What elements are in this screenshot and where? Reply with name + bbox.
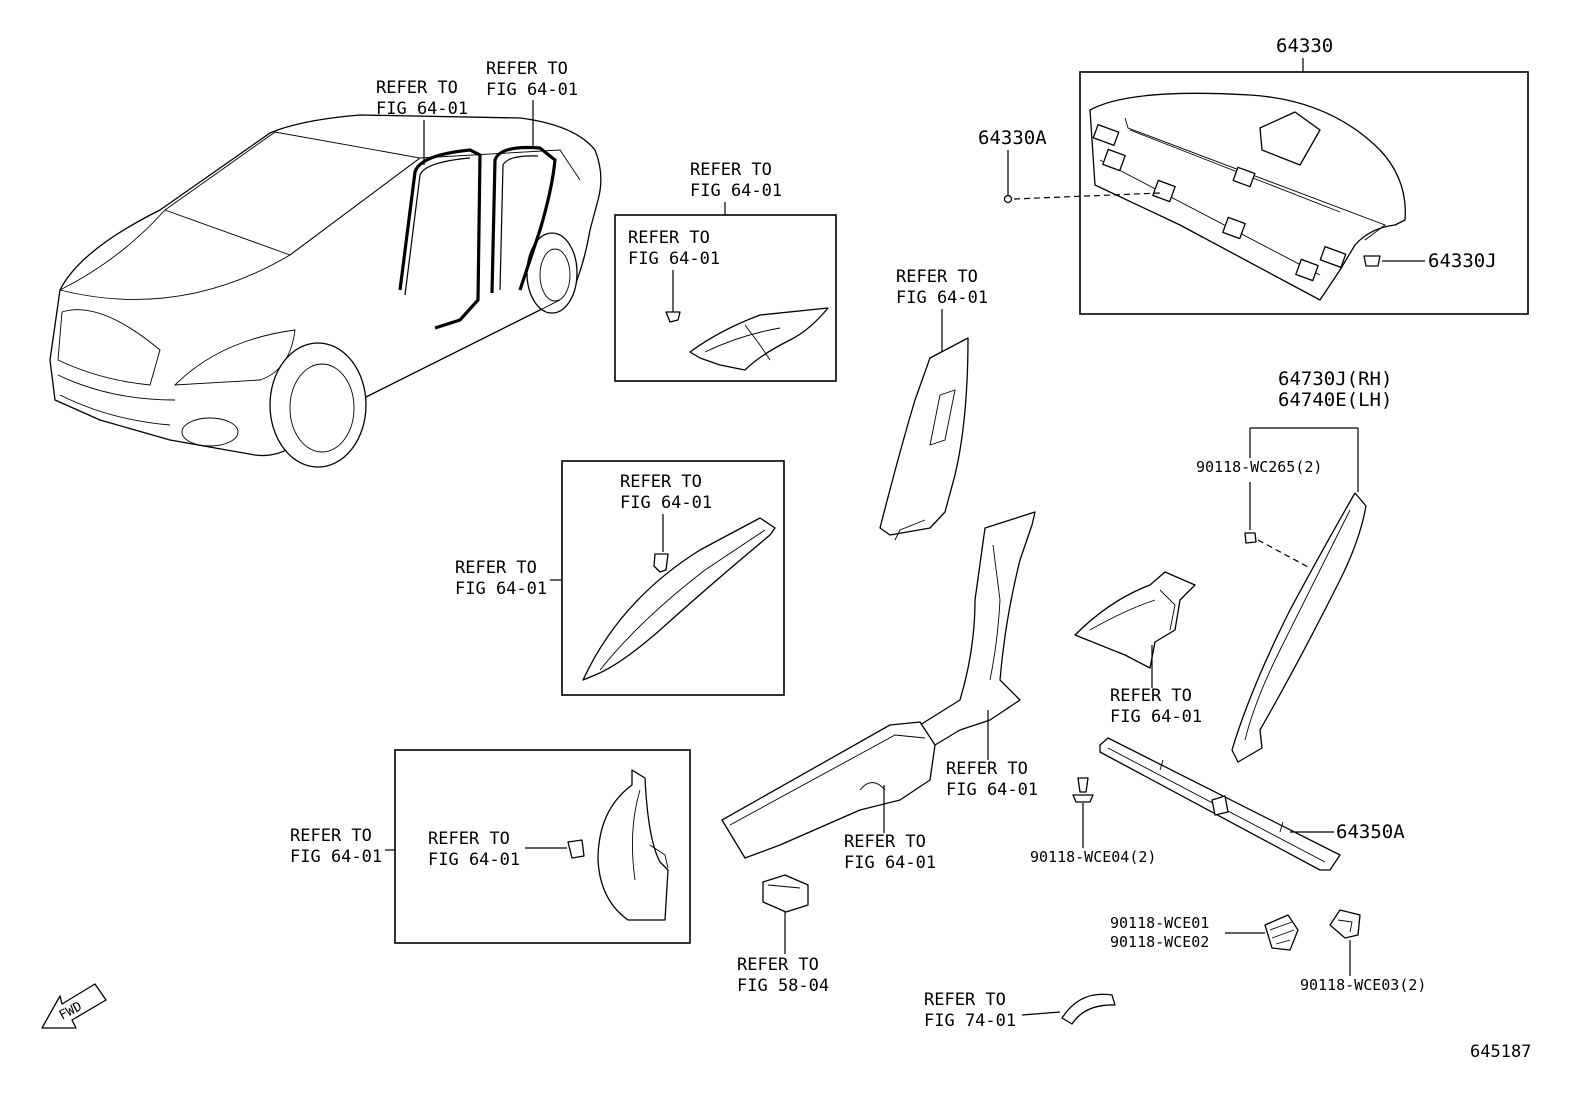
part-number: 64330A — [978, 127, 1047, 149]
label-line: REFER TO — [1110, 686, 1192, 706]
clip-wce03: 90118-WCE03(2) — [1300, 909, 1426, 994]
label-line: REFER TO — [376, 78, 458, 98]
part-number: 64740E(LH) — [1278, 389, 1392, 411]
figure-id: 645187 — [1470, 1042, 1531, 1062]
label-line: FIG 64-01 — [690, 181, 782, 201]
label-line: FIG 64-01 — [620, 493, 712, 513]
part-number: 90118-WC265(2) — [1196, 458, 1322, 476]
label-line: FIG 64-01 — [290, 847, 382, 867]
label-line: REFER TO — [620, 472, 702, 492]
part-number: 90118-WCE04(2) — [1030, 848, 1156, 866]
label-line: FIG 64-01 — [486, 80, 578, 100]
label-line: REFER TO — [896, 267, 978, 287]
part-number: 64730J(RH) — [1278, 368, 1392, 390]
label-line: FIG 74-01 — [924, 1011, 1016, 1031]
label-line: REFER TO — [690, 160, 772, 180]
rear-pillar: 64730J(RH) 64740E(LH) 90118-WC265(2) — [1196, 368, 1392, 763]
label-line: REFER TO — [428, 829, 510, 849]
part-number: 90118-WCE01 — [1110, 914, 1209, 932]
box-2: REFER TO FIG 64-01 REFER TO FIG 64-01 — [455, 460, 785, 696]
label-line: REFER TO — [628, 228, 710, 248]
label-line: FIG 64-01 — [455, 579, 547, 599]
pillar-lower: REFER TO FIG 64-01 — [919, 511, 1038, 800]
label-line: REFER TO — [844, 832, 926, 852]
label-line: REFER TO — [924, 990, 1006, 1010]
label-line: FIG 64-01 — [946, 780, 1038, 800]
car-illustration — [49, 114, 602, 468]
label-line: FIG 64-01 — [376, 99, 468, 119]
box-1: REFER TO FIG 64-01 REFER TO FIG 64-01 — [614, 160, 837, 382]
label-line: FIG 64-01 — [628, 249, 720, 269]
car-ref-a: REFER TO FIG 64-01 — [376, 78, 468, 165]
part-number-64330: 64330 — [1276, 35, 1333, 57]
box-3: REFER TO FIG 64-01 REFER TO FIG 64-01 — [290, 749, 691, 944]
part-number: 64330J — [1428, 250, 1497, 272]
assist-grip: REFER TO FIG 74-01 — [924, 990, 1116, 1031]
label-line: FIG 64-01 — [844, 853, 936, 873]
label-line: FIG 64-01 — [428, 850, 520, 870]
part-number: 90118-WCE02 — [1110, 933, 1209, 951]
label-line: REFER TO — [946, 759, 1028, 779]
pillar-upper: REFER TO FIG 64-01 — [879, 267, 988, 541]
label-line: REFER TO — [290, 826, 372, 846]
part-number: 64350A — [1336, 821, 1405, 843]
label-line: FIG 64-01 — [1110, 707, 1202, 727]
label-line: REFER TO — [455, 558, 537, 578]
label-line: FIG 58-04 — [737, 976, 829, 996]
part-64330A: 64330A — [978, 127, 1161, 204]
label-line: REFER TO — [486, 59, 568, 79]
label-line: FIG 64-01 — [896, 288, 988, 308]
switch: REFER TO FIG 58-04 — [737, 874, 829, 996]
part-64350A: 64350A — [1099, 737, 1405, 871]
fwd-arrow-icon: FWD — [41, 983, 107, 1029]
part-64330J: 64330J — [1363, 250, 1497, 272]
clip-wce04: 90118-WCE04(2) — [1030, 777, 1156, 866]
quarter-piece: REFER TO FIG 64-01 — [1074, 571, 1202, 727]
label-line: REFER TO — [737, 955, 819, 975]
package-tray-box: 64330 — [1079, 35, 1529, 315]
part-number: 90118-WCE03(2) — [1300, 976, 1426, 994]
scuff-plate: REFER TO FIG 64-01 — [721, 721, 936, 873]
clip-wce01-02: 90118-WCE01 90118-WCE02 — [1110, 914, 1299, 951]
car-ref-b: REFER TO FIG 64-01 — [486, 59, 578, 148]
